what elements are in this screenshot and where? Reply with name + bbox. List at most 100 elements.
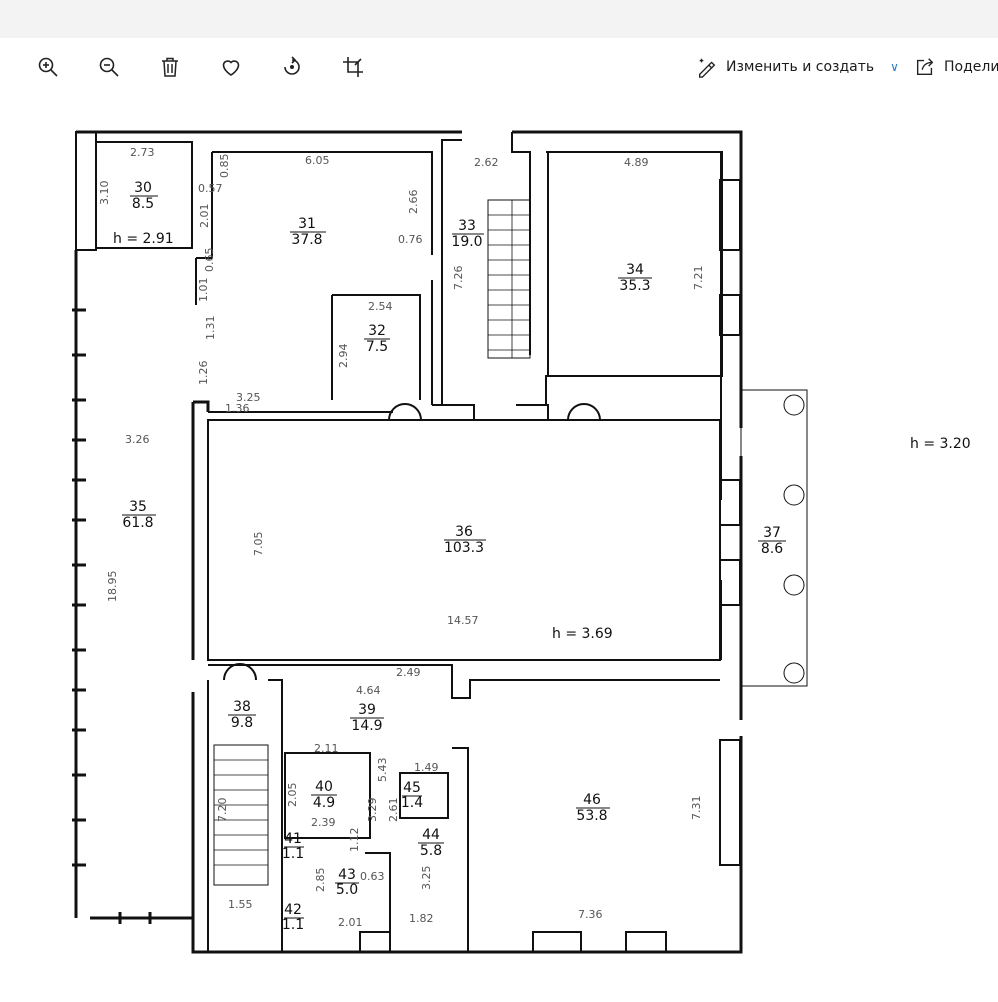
floor-plan: 30 8.5 31 37.8 32 7.5 33 19.0 34 35.3 35… <box>72 130 971 954</box>
room-area: 9.8 <box>231 715 253 731</box>
dimension-label: 7.26 <box>452 266 465 291</box>
photo-toolbar: Изменить и создать ∨ Подели <box>0 38 998 98</box>
share-icon <box>916 58 934 76</box>
dimension-label: 2.94 <box>337 344 350 369</box>
zoom-out-button[interactable] <box>94 52 124 82</box>
dimension-label: 1.49 <box>414 761 439 774</box>
chevron-down-icon: ∨ <box>890 60 899 74</box>
room-label: 39 <box>358 702 376 718</box>
dimension-label: 3.25 <box>236 391 261 404</box>
magic-pen-icon <box>698 58 716 78</box>
dimension-label: 1.26 <box>197 361 210 386</box>
heart-icon <box>222 60 240 76</box>
dimension-label: 2.66 <box>407 190 420 215</box>
edit-and-create-button[interactable]: Изменить и создать ∨ <box>696 52 899 82</box>
dimension-label: 4.64 <box>356 684 381 697</box>
dimension-label: 7.31 <box>690 796 703 821</box>
dimension-label: 0.76 <box>398 233 423 246</box>
dimension-label: 0.65 <box>203 248 216 273</box>
room-area: 53.8 <box>576 808 607 824</box>
room-label: 46 <box>583 792 601 808</box>
dimension-label: 2.62 <box>474 156 499 169</box>
room-label: 35 <box>129 499 147 515</box>
room-area: 8.6 <box>761 541 783 557</box>
room-area: 35.3 <box>619 278 650 294</box>
dimension-label: 2.61 <box>387 798 400 823</box>
room-area: 7.5 <box>366 339 388 355</box>
room-area: 37.8 <box>291 232 322 248</box>
room-label: 45 <box>403 780 421 796</box>
share-button[interactable]: Подели <box>914 52 998 82</box>
dimension-label: 1.82 <box>409 912 434 925</box>
edit-and-create-label: Изменить и создать <box>726 59 875 75</box>
dimension-label: 3.25 <box>420 866 433 891</box>
dimension-label: 4.89 <box>624 156 649 169</box>
dimension-label: 1.36 <box>225 402 250 415</box>
dimension-label: 14.57 <box>447 614 479 627</box>
room-area: 8.5 <box>132 196 154 212</box>
dimension-label: 2.49 <box>396 666 421 679</box>
room-label: 32 <box>368 323 386 339</box>
room-area: 103.3 <box>444 540 484 556</box>
room-label: 36 <box>455 524 473 540</box>
crop-icon <box>343 57 363 77</box>
ceiling-height-label: h = 3.69 <box>552 626 613 642</box>
ceiling-height-label: h = 3.20 <box>910 436 971 452</box>
room-label: 34 <box>626 262 644 278</box>
room-area: 14.9 <box>351 718 382 734</box>
window-title-bar <box>0 0 998 38</box>
dimension-label: 3.10 <box>98 181 111 206</box>
room-label: 31 <box>298 216 316 232</box>
room-area: 5.0 <box>336 882 358 898</box>
dimension-label: 3.29 <box>366 798 379 823</box>
dimension-label: 2.54 <box>368 300 393 313</box>
dimension-label: 2.11 <box>314 742 339 755</box>
rotate-icon <box>284 56 300 75</box>
dimension-label: 0.57 <box>198 182 223 195</box>
zoom-out-icon <box>99 57 119 77</box>
room-area: 1.1 <box>282 917 304 933</box>
dimension-label: 0.85 <box>218 154 231 179</box>
room-label: 41 <box>284 831 302 847</box>
room-area: 1.4 <box>401 795 423 811</box>
room-area: 5.8 <box>420 843 442 859</box>
room-label: 30 <box>134 180 152 196</box>
dimension-label: 2.01 <box>198 204 211 229</box>
trash-icon <box>162 57 178 77</box>
room-label: 33 <box>458 218 476 234</box>
dimension-label: 2.39 <box>311 816 336 829</box>
dimension-label: 2.01 <box>338 916 363 929</box>
room-area: 1.1 <box>282 846 304 862</box>
dimension-label: 7.20 <box>216 798 229 823</box>
rotate-button[interactable] <box>277 52 307 82</box>
dimension-label: 0.63 <box>360 870 385 883</box>
dimension-label: 2.05 <box>286 783 299 808</box>
zoom-in-button[interactable] <box>33 52 63 82</box>
dimension-label: 2.85 <box>314 868 327 893</box>
room-label: 38 <box>233 699 251 715</box>
dimension-label: 1.12 <box>348 828 361 853</box>
ceiling-height-label: h = 2.91 <box>113 231 174 247</box>
dimension-label: 1.55 <box>228 898 253 911</box>
zoom-in-icon <box>38 57 58 77</box>
dimension-label: 2.73 <box>130 146 155 159</box>
image-canvas: 30 8.5 31 37.8 32 7.5 33 19.0 34 35.3 35… <box>0 98 998 1002</box>
room-area: 19.0 <box>451 234 482 250</box>
share-label: Подели <box>944 59 998 75</box>
room-label: 43 <box>338 867 356 883</box>
room-label: 40 <box>315 779 333 795</box>
dimension-label: 18.95 <box>106 571 119 603</box>
dimension-label: 1.01 <box>197 278 210 303</box>
room-label: 44 <box>422 827 440 843</box>
favorite-button[interactable] <box>216 52 246 82</box>
room-area: 61.8 <box>122 515 153 531</box>
dimension-label: 3.26 <box>125 433 150 446</box>
dimension-label: 1.31 <box>204 316 217 341</box>
dimension-label: 7.21 <box>692 266 705 291</box>
delete-button[interactable] <box>155 52 185 82</box>
crop-button[interactable] <box>338 52 368 82</box>
dimension-label: 7.36 <box>578 908 603 921</box>
room-area: 4.9 <box>313 795 335 811</box>
room-label: 42 <box>284 902 302 918</box>
dimension-label: 5.43 <box>376 758 389 783</box>
